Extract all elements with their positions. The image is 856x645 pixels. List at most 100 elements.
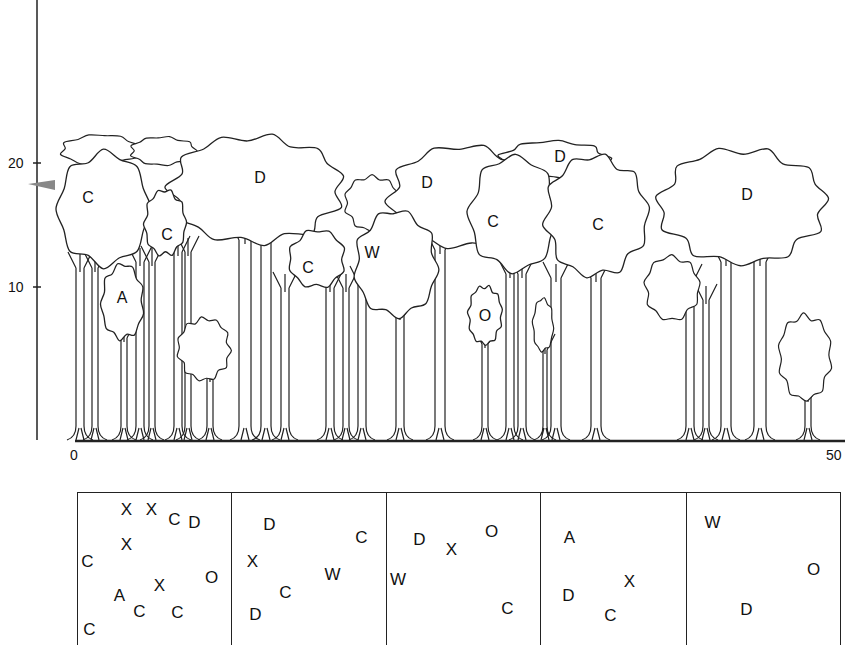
- trunk: [534, 334, 556, 440]
- species-code: A: [117, 288, 128, 308]
- axis-number: 50: [826, 446, 842, 464]
- trunk: [140, 246, 164, 440]
- plot-square: A X D C: [540, 492, 687, 645]
- crown-outline: [352, 208, 440, 320]
- plot-species-code: C: [168, 510, 180, 530]
- plot-species-code: O: [205, 568, 218, 588]
- trunk: [694, 284, 718, 440]
- plot-species-code: C: [81, 552, 93, 572]
- plot-species-code: C: [171, 603, 183, 623]
- plot-square: DCXWCD: [231, 492, 387, 645]
- plot-species-code: D: [188, 513, 200, 533]
- crown-outline: [543, 154, 650, 278]
- trunk: [252, 224, 280, 440]
- species-code: D: [554, 147, 566, 167]
- plot-species-code: X: [624, 572, 635, 592]
- crown-outline: [653, 145, 831, 267]
- plot-species-code: X: [121, 500, 132, 520]
- plot-species-code: X: [247, 552, 258, 572]
- trunk: [112, 322, 136, 440]
- trunk: [67, 252, 93, 440]
- crown-outline: [656, 148, 829, 265]
- tree-crown: C: [287, 228, 347, 290]
- plot-species-code: X: [446, 540, 457, 560]
- axis-label-anchor: 20: [8, 154, 24, 172]
- plot-species-code: D: [562, 586, 574, 606]
- trunk: [272, 272, 298, 440]
- crown-outline: [165, 134, 344, 246]
- crown-outline: [163, 132, 348, 247]
- crown-outline: [100, 264, 143, 341]
- plot-species-code: A: [564, 528, 575, 548]
- tree-crown: [644, 255, 700, 320]
- species-code: C: [592, 215, 604, 235]
- axis-number: 20: [8, 154, 24, 172]
- crown-outline: [143, 188, 187, 258]
- crown-outline: [467, 154, 560, 274]
- axis-number: 10: [8, 278, 24, 296]
- plot-species-code: D: [740, 600, 752, 620]
- tree-crown: C: [143, 188, 187, 258]
- tree-crown: C: [55, 148, 152, 270]
- tree-crown: O: [467, 284, 503, 346]
- trunk: [582, 262, 610, 440]
- trunk: [745, 246, 775, 440]
- axis-tick: [33, 286, 41, 288]
- axis-label-anchor: 0: [70, 446, 78, 464]
- trunk: [317, 272, 343, 440]
- crown-outline: [289, 230, 344, 287]
- species-code: D: [254, 168, 266, 188]
- plot-species-code: C: [604, 606, 616, 626]
- species-code: O: [479, 306, 491, 326]
- plot-species-code: O: [807, 560, 820, 580]
- trunk: [712, 246, 740, 440]
- plot-species-code: A: [114, 586, 125, 606]
- trunk: [497, 258, 523, 440]
- plot-square: W O D: [686, 492, 841, 645]
- tree-crown: A: [100, 262, 145, 342]
- scale-pointer: [28, 180, 55, 190]
- height-axis: [36, 0, 38, 440]
- tree-crown: [778, 313, 831, 401]
- crown-outline: [467, 285, 502, 345]
- plot-species-code: X: [154, 576, 165, 596]
- trunk: [387, 300, 413, 440]
- plot-species-code: W: [390, 570, 406, 590]
- plot-species-code: C: [355, 528, 367, 548]
- plot-square: XXCDXCOXACCC: [77, 492, 232, 645]
- axis-number: 0: [70, 446, 78, 464]
- tree-crown: [532, 298, 553, 353]
- crown-outline: [466, 153, 561, 275]
- species-code: D: [421, 173, 433, 193]
- plot-square: DOXWC: [386, 492, 541, 645]
- axis-label-anchor: 50: [826, 446, 842, 464]
- plot-species-code: C: [83, 620, 95, 640]
- plot-species-code: D: [263, 515, 275, 535]
- species-code: C: [487, 212, 499, 232]
- tree-crown: W: [352, 208, 440, 320]
- crown-outline: [55, 148, 152, 270]
- tree-crown: C: [466, 153, 561, 275]
- species-code: C: [302, 258, 314, 278]
- trunk: [542, 262, 570, 440]
- plot-species-code: C: [279, 583, 291, 603]
- plot-species-code: W: [324, 565, 340, 585]
- tree-crown: D: [163, 132, 348, 247]
- plot-species-code: X: [146, 500, 157, 520]
- trunk: [334, 272, 358, 440]
- plot-species-code: W: [704, 513, 720, 533]
- species-code: D: [741, 185, 753, 205]
- plot-species-code: O: [485, 522, 498, 542]
- plot-species-code: X: [121, 535, 132, 555]
- trunk: [83, 252, 107, 440]
- plot-species-code: C: [133, 602, 145, 622]
- crown-outline: [287, 228, 347, 290]
- plot-species-code: D: [413, 530, 425, 550]
- trunk: [509, 258, 535, 440]
- species-code: C: [82, 188, 94, 208]
- axis-tick: [33, 162, 41, 164]
- axis-label-anchor: 10: [8, 278, 24, 296]
- crown-outline: [56, 149, 151, 269]
- tree-crown: C: [541, 152, 651, 280]
